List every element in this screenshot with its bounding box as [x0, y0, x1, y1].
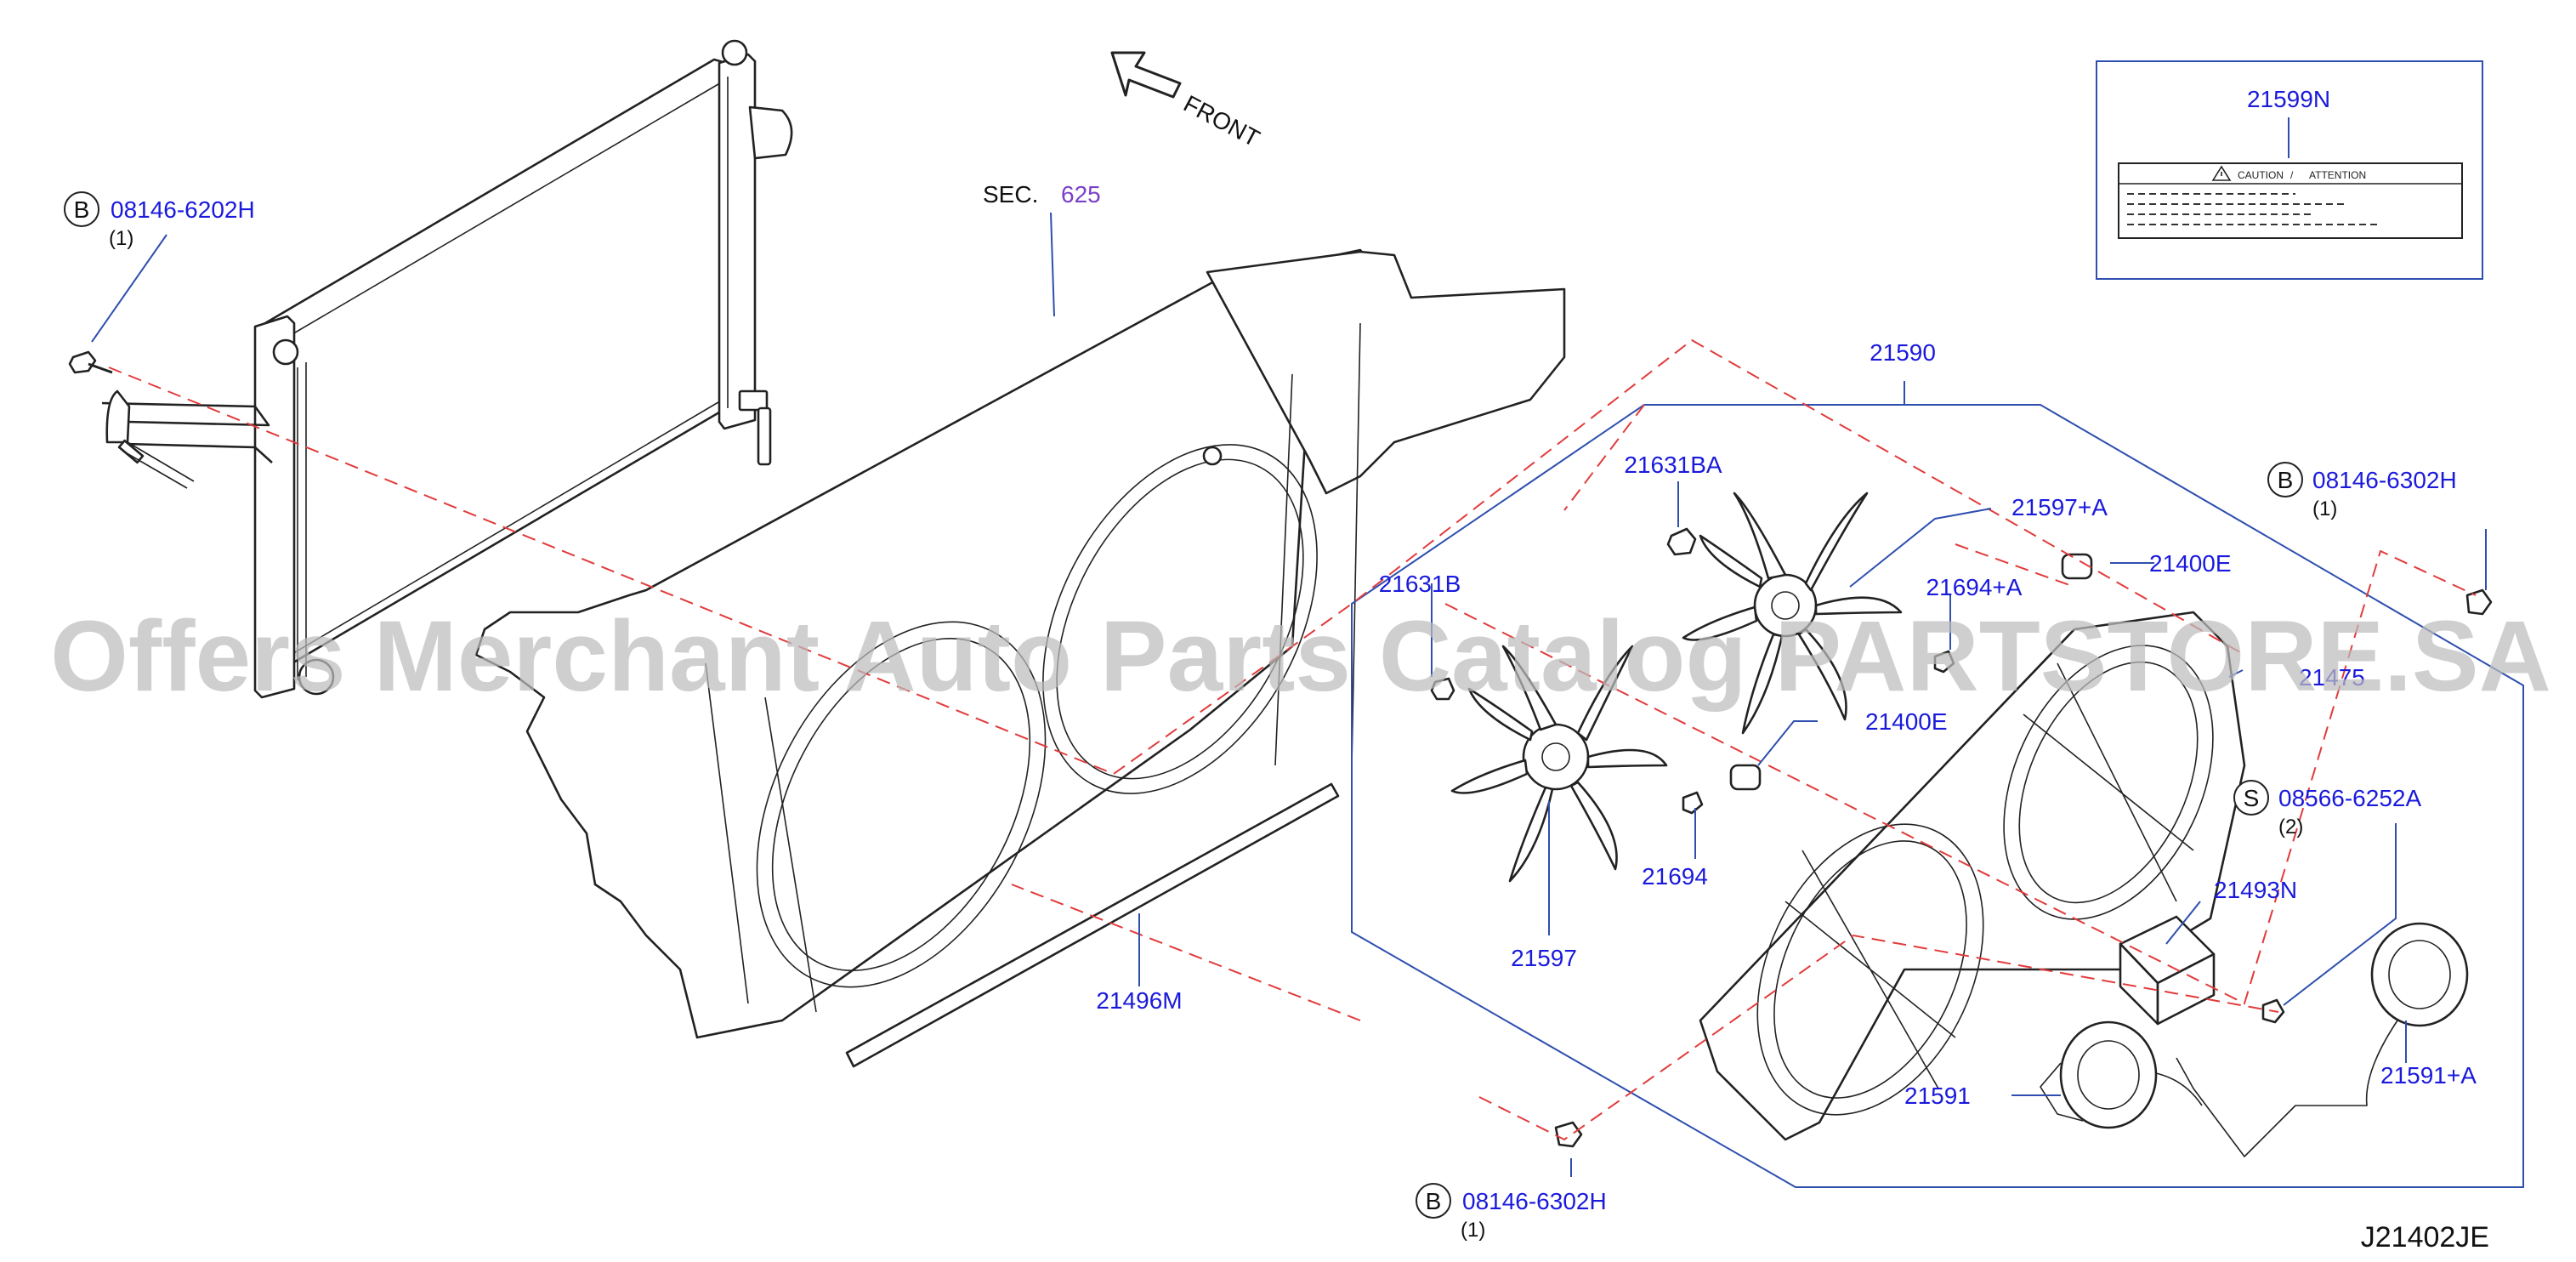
part-21597[interactable]: 21597 — [1511, 945, 1577, 971]
badge-b: B — [74, 196, 90, 223]
caution-separator: / — [2290, 169, 2294, 181]
part-21591[interactable]: 21591 — [1904, 1083, 1971, 1109]
qty: (1) — [1461, 1219, 1485, 1242]
hardware-items — [1430, 527, 2493, 1148]
part-08146-6302H[interactable]: 08146-6302H — [1462, 1188, 1607, 1214]
callout-08146-6302H-right: B 08146-6302H (1) — [2267, 462, 2457, 520]
attention-text: ATTENTION — [2309, 169, 2366, 181]
part-21631BA[interactable]: 21631BA — [1624, 452, 1722, 478]
part-21400E-mid[interactable]: 21400E — [1865, 708, 1948, 735]
fan-21597 — [1450, 645, 1668, 883]
section-reference: SEC. 625 — [983, 181, 1101, 317]
front-direction-arrow: FRONT — [1110, 51, 1264, 152]
fan-resistor — [2119, 915, 2216, 1026]
part-21590[interactable]: 21590 — [1870, 339, 1936, 366]
part-08146-6302H[interactable]: 08146-6302H — [2312, 467, 2457, 493]
part-21400E-top[interactable]: 21400E — [2149, 550, 2232, 577]
part-21591A[interactable]: 21591+A — [2380, 1062, 2477, 1089]
qty: (1) — [109, 227, 133, 250]
bolt-icon — [68, 350, 113, 374]
front-label: FRONT — [1179, 90, 1264, 152]
rivet-icon — [1933, 650, 1955, 674]
callout-08146-6302H-bottom: B 08146-6302H (1) — [1416, 1183, 1607, 1242]
badge-s: S — [2244, 785, 2260, 811]
badge-b: B — [2278, 467, 2294, 493]
nut-icon — [1430, 677, 1455, 701]
qty: (2) — [2278, 816, 2303, 838]
qty: (1) — [2312, 497, 2337, 520]
leader-lines — [91, 234, 2487, 1177]
grommet-icon — [2061, 553, 2093, 580]
grommet-icon — [1729, 764, 1762, 791]
section-number-link[interactable]: 625 — [1061, 181, 1101, 207]
part-08146-6202H[interactable]: 08146-6202H — [111, 196, 255, 223]
part-21496M[interactable]: 21496M — [1096, 987, 1182, 1014]
part-21597A[interactable]: 21597+A — [2011, 494, 2108, 520]
alignment-lines — [108, 338, 2477, 1141]
fan-motor-21591 — [2040, 1020, 2203, 1129]
part-21599N[interactable]: 21599N — [2247, 86, 2330, 112]
fan-assembly-outline — [1351, 381, 2524, 1188]
section-prefix: SEC. — [983, 181, 1038, 207]
warning-triangle-icon — [2211, 165, 2232, 181]
rivet-icon — [1682, 791, 1704, 815]
callout-08146-6202H: B 08146-6202H (1) — [64, 191, 255, 250]
bolt-icon — [2465, 588, 2493, 616]
fan-motor-21591A — [2176, 922, 2469, 1157]
label-fine-print — [2127, 193, 2380, 225]
part-21475[interactable]: 21475 — [2299, 664, 2365, 691]
radiator-core-support — [474, 248, 1566, 1039]
bolt-icon — [1554, 1121, 1583, 1148]
part-21694[interactable]: 21694 — [1642, 863, 1708, 890]
caution-label-inset: 21599N CAUTION / ATTENTION — [2096, 60, 2483, 280]
watermark: Offers Merchant Auto Parts Catalog PARTS… — [50, 600, 2551, 713]
part-21493N[interactable]: 21493N — [2214, 877, 2297, 903]
badge-b: B — [1426, 1188, 1442, 1214]
fan-21597A — [1682, 492, 1903, 735]
part-21631B[interactable]: 21631B — [1379, 571, 1461, 597]
part-08566-6252A[interactable]: 08566-6252A — [2278, 785, 2421, 811]
diagram-code: J21402JE — [2361, 1221, 2489, 1253]
part-21694A[interactable]: 21694+A — [1926, 574, 2023, 600]
nut-icon — [1666, 527, 1697, 556]
caution-text: CAUTION — [2238, 169, 2284, 181]
callout-08566-6252A: S 08566-6252A (2) — [2233, 780, 2421, 838]
radiator — [68, 39, 793, 699]
seal-strip — [845, 782, 1340, 1068]
